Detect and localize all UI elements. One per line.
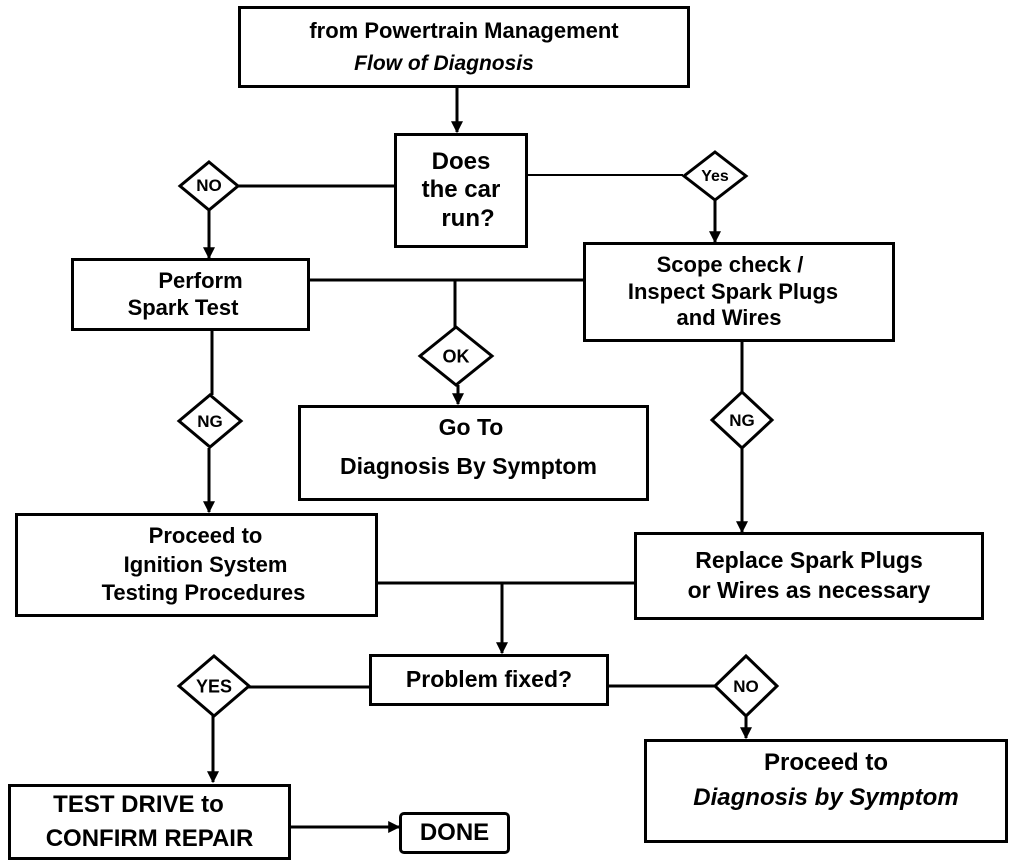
node-text: Problem fixed? xyxy=(405,666,573,693)
decision-label-ng-spark: NG xyxy=(197,412,223,431)
node-text: Does xyxy=(431,148,491,176)
node-text: DONE xyxy=(419,818,490,846)
node-text: CONFIRM REPAIR xyxy=(45,825,254,852)
decision-label-ng-scope: NG xyxy=(729,411,755,430)
node-text: Proceed to xyxy=(148,523,263,549)
node-perform-spark-test: Perform Spark Test xyxy=(71,258,310,331)
decision-label-no-fixed: NO xyxy=(733,677,759,696)
node-does-car-run: Does the car run? xyxy=(394,133,528,248)
decision-diamond-ng-scope xyxy=(709,389,775,451)
node-problem-fixed: Problem fixed? xyxy=(369,654,609,706)
node-proceed-ignition: Proceed to Ignition System Testing Proce… xyxy=(15,513,378,617)
node-text: Spark Test xyxy=(127,294,239,320)
node-test-drive: TEST DRIVE to CONFIRM REPAIR xyxy=(8,784,291,860)
node-text: Scope check / xyxy=(656,252,804,278)
node-text: or Wires as necessary xyxy=(687,577,931,603)
header-subtitle: Flow of Diagnosis xyxy=(354,51,534,75)
node-text: the car xyxy=(421,176,501,204)
header-box: from Powertrain Management Flow of Diagn… xyxy=(238,6,690,88)
decision-label-no-run: NO xyxy=(196,176,222,195)
decision-diamond-no-run xyxy=(177,160,241,212)
decision-diamond-ok xyxy=(417,325,495,387)
node-text: Diagnosis By Symptom xyxy=(340,453,597,480)
node-done: DONE xyxy=(399,812,510,854)
node-scope-check: Scope check / Inspect Spark Plugs and Wi… xyxy=(583,242,895,342)
decision-diamond-yes-run xyxy=(681,150,749,202)
decision-label-yes-fixed: YES xyxy=(195,676,233,697)
node-text: Inspect Spark Plugs xyxy=(627,278,839,304)
node-text: and Wires xyxy=(676,305,782,331)
node-text: Diagnosis by Symptom xyxy=(693,783,959,811)
decision-diamond-ng-spark xyxy=(176,393,244,449)
decision-label-ok: OK xyxy=(442,346,470,367)
node-text: Perform xyxy=(158,268,243,294)
node-text: TEST DRIVE to xyxy=(53,791,224,819)
decision-diamond-yes-fixed xyxy=(176,654,252,718)
node-text: Proceed to xyxy=(763,749,889,776)
decision-diamond-no-fixed xyxy=(712,653,780,719)
node-text: Testing Procedures xyxy=(101,580,306,606)
node-text: Replace Spark Plugs xyxy=(695,547,923,574)
node-proceed-diagnosis: Proceed to Diagnosis by Symptom xyxy=(644,739,1008,843)
decision-label-yes-run: Yes xyxy=(701,168,729,185)
header-title: from Powertrain Management xyxy=(309,18,619,44)
node-replace-plugs: Replace Spark Plugs or Wires as necessar… xyxy=(634,532,984,620)
node-go-to-diagnosis: Go To Diagnosis By Symptom xyxy=(298,405,649,501)
node-text: run? xyxy=(441,204,495,232)
node-text: Ignition System xyxy=(123,551,288,577)
node-text: Go To xyxy=(438,414,504,440)
